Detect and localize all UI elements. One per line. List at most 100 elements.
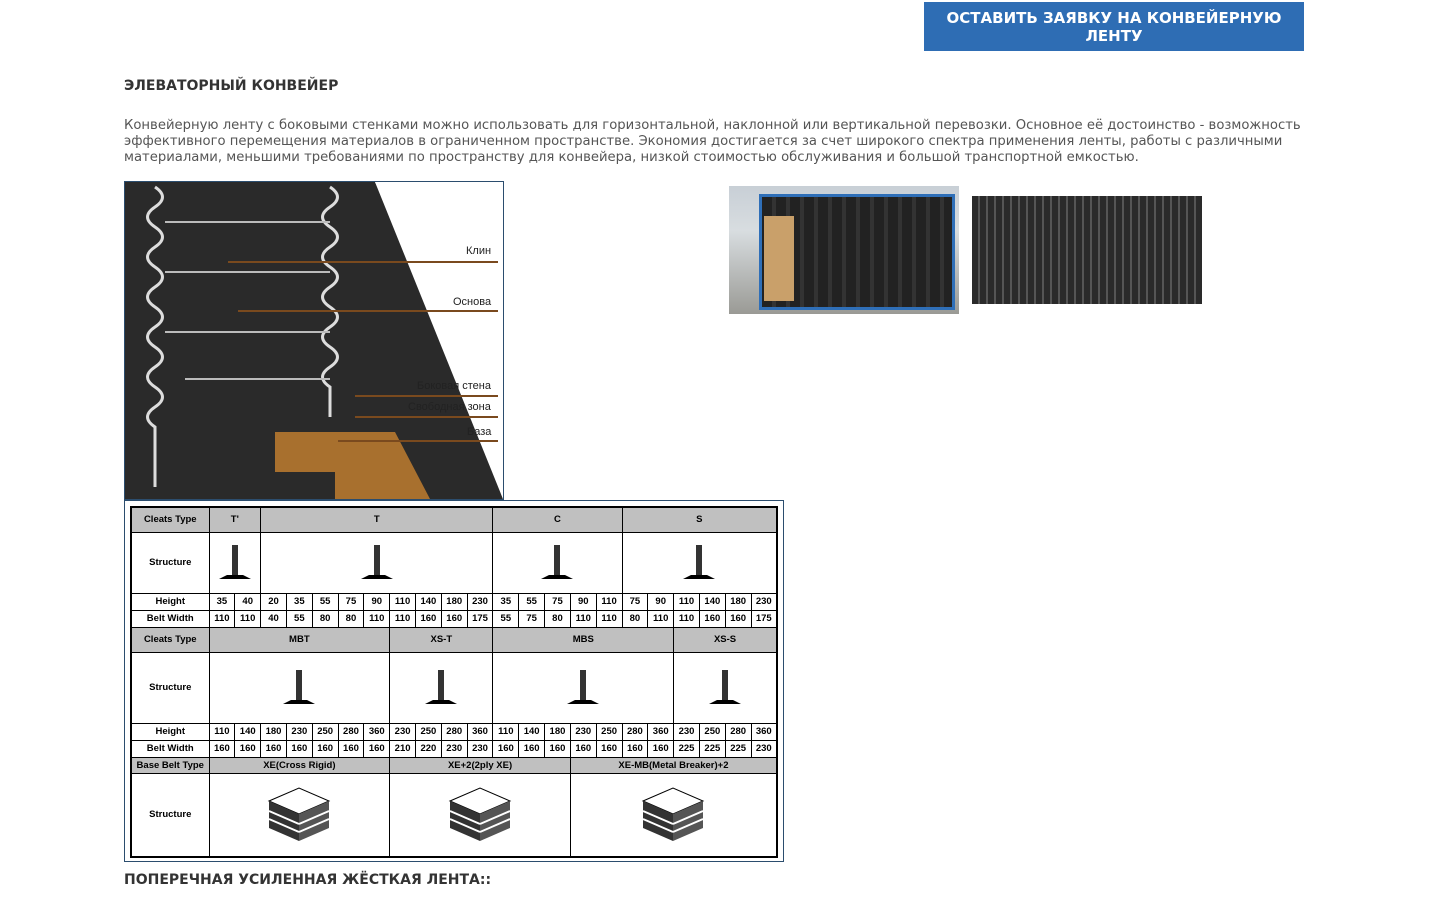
type-cell: MBT bbox=[208, 626, 391, 653]
value-cell: 140 bbox=[234, 722, 262, 741]
value-cell: 220 bbox=[415, 739, 442, 758]
label-base-belt: Основа bbox=[453, 296, 492, 308]
value-cell: 35 bbox=[492, 592, 520, 611]
value-cell: 160 bbox=[544, 739, 571, 758]
type-cell: C bbox=[492, 506, 623, 533]
type-cell: T' bbox=[208, 506, 262, 533]
value-cell: 280 bbox=[337, 722, 365, 741]
row-label: Base Belt Type bbox=[130, 756, 210, 774]
row-label: Structure bbox=[130, 772, 210, 858]
value-cell: 230 bbox=[466, 739, 494, 758]
value-cell: 250 bbox=[415, 722, 442, 741]
value-cell: 110 bbox=[647, 609, 675, 628]
value-cell: 80 bbox=[544, 609, 571, 628]
value-cell: 110 bbox=[673, 592, 700, 611]
value-cell: 55 bbox=[311, 592, 339, 611]
value-cell: 90 bbox=[363, 592, 391, 611]
value-cell: 75 bbox=[621, 592, 649, 611]
value-cell: 110 bbox=[389, 609, 416, 628]
cleat-structure-icon bbox=[389, 651, 494, 724]
type-cell: XS-T bbox=[389, 626, 494, 653]
value-cell: 160 bbox=[698, 609, 726, 628]
value-cell: 40 bbox=[234, 592, 262, 611]
value-cell: 230 bbox=[750, 592, 778, 611]
value-cell: 180 bbox=[724, 592, 752, 611]
request-belt-button[interactable]: ОСТАВИТЬ ЗАЯВКУ НА КОНВЕЙЕРНУЮ ЛЕНТУ bbox=[924, 2, 1304, 51]
cleat-structure-icon bbox=[673, 651, 778, 724]
value-cell: 160 bbox=[285, 739, 313, 758]
value-cell: 110 bbox=[208, 722, 236, 741]
value-cell: 55 bbox=[285, 609, 313, 628]
structure-row: Structure bbox=[130, 651, 778, 724]
value-cell: 160 bbox=[337, 739, 365, 758]
value-cell: 110 bbox=[673, 609, 700, 628]
intro-text: Конвейерную ленту с боковыми стенками мо… bbox=[124, 118, 1301, 165]
value-cell: 230 bbox=[285, 722, 313, 741]
label-wedge: Клин bbox=[466, 245, 492, 257]
row-label: Belt Width bbox=[130, 739, 210, 758]
value-cell: 160 bbox=[311, 739, 339, 758]
value-cell: 230 bbox=[389, 722, 416, 741]
value-cell: 230 bbox=[569, 722, 597, 741]
cleat-structure-icon bbox=[208, 651, 391, 724]
base-structure-row: Structure bbox=[130, 772, 778, 858]
row-label: Structure bbox=[130, 531, 210, 594]
type-cell: XE(Cross Rigid) bbox=[208, 756, 391, 774]
sidewall-belt-diagram: Клин Основа Боковая стена Свободная зона… bbox=[124, 181, 504, 500]
value-cell: 140 bbox=[415, 592, 442, 611]
value-cell: 40 bbox=[260, 609, 287, 628]
value-cell: 55 bbox=[492, 609, 520, 628]
value-cell: 55 bbox=[518, 592, 546, 611]
value-cell: 280 bbox=[440, 722, 468, 741]
type-cell: MBS bbox=[492, 626, 675, 653]
value-cell: 110 bbox=[595, 609, 623, 628]
belt-photo-sidewall bbox=[972, 196, 1202, 304]
value-cell: 75 bbox=[518, 609, 546, 628]
value-cell: 75 bbox=[337, 592, 365, 611]
cleat-structure-icon bbox=[260, 531, 494, 594]
value-cell: 225 bbox=[724, 739, 752, 758]
value-cell: 110 bbox=[595, 592, 623, 611]
type-cell: S bbox=[621, 506, 778, 533]
value-cell: 90 bbox=[647, 592, 675, 611]
value-cell: 160 bbox=[440, 609, 468, 628]
value-cell: 360 bbox=[466, 722, 494, 741]
value-cell: 160 bbox=[647, 739, 675, 758]
label-free-zone: Свободная зона bbox=[408, 401, 491, 413]
value-cell: 230 bbox=[466, 592, 494, 611]
value-cell: 160 bbox=[234, 739, 262, 758]
type-cell: T bbox=[260, 506, 494, 533]
value-cell: 35 bbox=[208, 592, 236, 611]
value-cell: 80 bbox=[311, 609, 339, 628]
value-cell: 225 bbox=[698, 739, 726, 758]
row-label: Height bbox=[130, 592, 210, 611]
label-base: База bbox=[467, 426, 492, 438]
value-cell: 160 bbox=[569, 739, 597, 758]
value-cell: 250 bbox=[698, 722, 726, 741]
value-cell: 80 bbox=[621, 609, 649, 628]
value-cell: 230 bbox=[750, 739, 778, 758]
value-cell: 110 bbox=[389, 592, 416, 611]
value-cell: 160 bbox=[208, 739, 236, 758]
value-cell: 110 bbox=[569, 609, 597, 628]
cleat-structure-icon bbox=[492, 651, 675, 724]
value-cell: 110 bbox=[208, 609, 236, 628]
value-cell: 110 bbox=[234, 609, 262, 628]
value-cell: 180 bbox=[544, 722, 571, 741]
value-cell: 360 bbox=[750, 722, 778, 741]
value-cell: 90 bbox=[569, 592, 597, 611]
value-cell: 140 bbox=[518, 722, 546, 741]
value-cell: 210 bbox=[389, 739, 416, 758]
value-cell: 160 bbox=[260, 739, 287, 758]
value-cell: 160 bbox=[724, 609, 752, 628]
structure-row: Structure bbox=[130, 531, 778, 594]
value-cell: 160 bbox=[492, 739, 520, 758]
row-label: Structure bbox=[130, 651, 210, 724]
label-sidewall: Боковая стена bbox=[417, 380, 491, 392]
row-label: Cleats Type bbox=[130, 626, 210, 653]
